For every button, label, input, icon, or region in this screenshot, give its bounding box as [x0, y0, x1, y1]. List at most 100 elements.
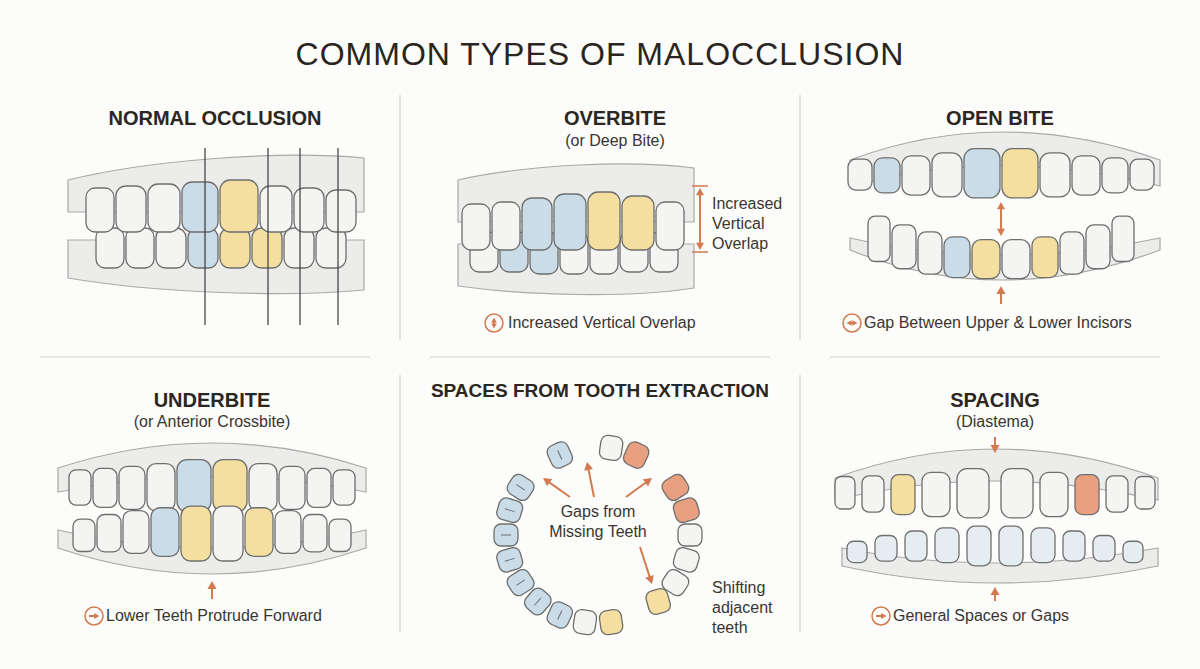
arrow-head — [847, 320, 852, 326]
tooth — [275, 511, 301, 554]
tooth — [1112, 216, 1134, 261]
tooth — [588, 192, 620, 250]
tooth — [245, 508, 273, 557]
arch-tooth — [678, 524, 702, 546]
arrow-head — [584, 462, 593, 471]
tooth — [181, 506, 211, 561]
tooth-mark — [558, 610, 562, 619]
tooth — [1032, 237, 1058, 278]
tooth — [86, 188, 114, 232]
reference-line — [204, 148, 205, 325]
panel-subheading: (or Deep Bite) — [455, 131, 775, 151]
tooth — [279, 466, 305, 509]
tooth — [875, 536, 897, 562]
tooth — [656, 202, 684, 250]
tooth — [326, 190, 356, 232]
divider-line — [799, 95, 800, 340]
tooth-mark — [505, 558, 515, 561]
divider-line — [799, 375, 800, 632]
arrow-line — [1000, 293, 1002, 304]
tooth-mark — [501, 535, 511, 536]
arrow-head — [94, 613, 99, 619]
tooth — [156, 228, 186, 268]
tooth — [73, 519, 95, 551]
tooth — [69, 470, 91, 505]
arrow-head — [645, 575, 654, 584]
tooth — [621, 440, 651, 471]
icon-circle — [872, 607, 890, 625]
tooth — [1135, 477, 1155, 510]
arrow-head — [881, 613, 886, 619]
tooth-mark — [558, 450, 562, 459]
arrow-head — [643, 478, 652, 486]
page-title: COMMON TYPES OF MALOCCLUSION — [150, 34, 1050, 74]
tooth — [847, 541, 867, 562]
tooth — [891, 475, 915, 515]
tooth — [999, 526, 1023, 566]
tooth — [303, 514, 327, 551]
arch-tooth — [621, 440, 651, 471]
caption-note: Lower Teeth Protrude Forward — [106, 606, 386, 626]
tooth-mark — [535, 598, 542, 606]
icon-circle — [85, 607, 103, 625]
arrow-head — [543, 478, 552, 486]
arch-tooth — [672, 496, 701, 524]
tooth — [93, 468, 117, 507]
arrow-head — [208, 581, 217, 589]
arrow-head — [997, 202, 1005, 209]
tooth — [462, 204, 490, 250]
caption-note: Increased Vertical Overlap — [508, 313, 788, 333]
tooth — [957, 469, 989, 518]
tooth — [492, 202, 520, 250]
icon-circle — [485, 314, 503, 332]
tooth — [922, 472, 950, 516]
arch-tooth — [644, 587, 672, 616]
panel-heading: SPACES FROM TOOTH EXTRACTION — [405, 379, 795, 403]
tooth — [148, 184, 180, 232]
divider-line — [430, 356, 770, 357]
tooth — [1001, 469, 1033, 518]
tooth — [284, 228, 314, 268]
panel-subheading: (or Anterior Crossbite) — [47, 412, 377, 432]
tooth — [249, 464, 277, 511]
icon-circle — [843, 314, 861, 332]
tooth — [96, 228, 124, 268]
arch-tooth — [545, 440, 575, 471]
tooth — [944, 237, 970, 278]
arrow-line — [699, 194, 701, 244]
tooth — [835, 477, 855, 510]
panel-dividers — [40, 95, 1160, 632]
reference-line — [267, 148, 268, 325]
arch-tooth — [495, 546, 524, 574]
tooth — [1031, 528, 1055, 563]
arch-tooth — [572, 609, 597, 636]
caption-note: General Spaces or Gaps — [893, 606, 1173, 626]
tooth-mark — [505, 509, 515, 512]
arrow-head — [991, 445, 1000, 453]
dimension-label: Increased Vertical Overlap — [712, 194, 794, 254]
tooth — [862, 476, 884, 512]
tooth — [1040, 472, 1068, 516]
tooth — [848, 159, 872, 190]
tooth — [678, 524, 702, 546]
panel-heading: OPEN BITE — [835, 106, 1165, 131]
callout-label: Gaps from Missing Teeth — [540, 502, 656, 542]
tooth — [622, 196, 654, 250]
panel-heading: OVERBITE — [455, 106, 775, 131]
arrow-head — [997, 286, 1006, 294]
tooth — [599, 609, 624, 636]
tooth — [213, 506, 243, 561]
tooth — [554, 194, 586, 250]
tooth — [119, 466, 145, 509]
tooth — [151, 508, 179, 557]
tooth — [1075, 475, 1099, 515]
tooth — [116, 186, 146, 232]
arrow-line — [588, 469, 594, 497]
tooth — [932, 153, 962, 197]
divider-line — [399, 375, 400, 632]
tooth — [1060, 232, 1084, 274]
tooth — [874, 158, 900, 193]
tooth — [294, 188, 324, 232]
arrow-line — [1000, 208, 1002, 230]
